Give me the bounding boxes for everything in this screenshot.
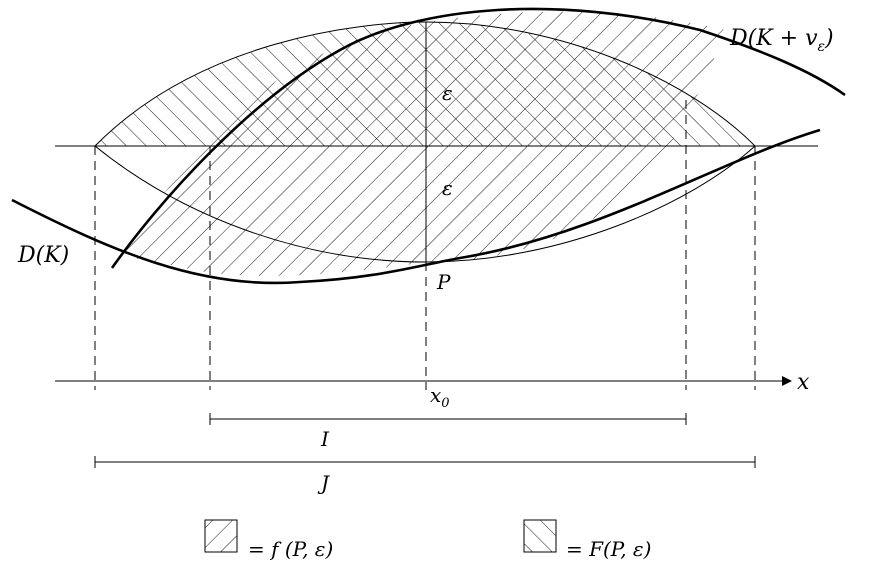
legend-swatch-f bbox=[204, 519, 238, 553]
label-interval-i: I bbox=[320, 427, 330, 451]
label-dk-plus: D(K + vε) bbox=[729, 26, 834, 55]
legend: = f (P, ε) = F(P, ε) bbox=[204, 519, 651, 561]
legend-label-f: = f (P, ε) bbox=[248, 537, 333, 561]
label-dk: D(K) bbox=[17, 243, 69, 268]
curve-dk bbox=[11, 128, 821, 285]
legend-swatch-big-f bbox=[523, 519, 557, 553]
label-x-axis: x bbox=[797, 370, 810, 395]
curve-dk-plus bbox=[110, 7, 846, 269]
legend-label-big-f: = F(P, ε) bbox=[566, 537, 651, 561]
label-epsilon-lower: ε bbox=[442, 176, 453, 200]
x-axis-arrow bbox=[782, 376, 792, 386]
label-epsilon-upper: ε bbox=[442, 81, 453, 105]
label-x0: x0 bbox=[430, 383, 450, 411]
label-interval-j: J bbox=[317, 471, 330, 495]
region-big-f bbox=[95, 22, 755, 146]
label-p: P bbox=[436, 270, 451, 294]
